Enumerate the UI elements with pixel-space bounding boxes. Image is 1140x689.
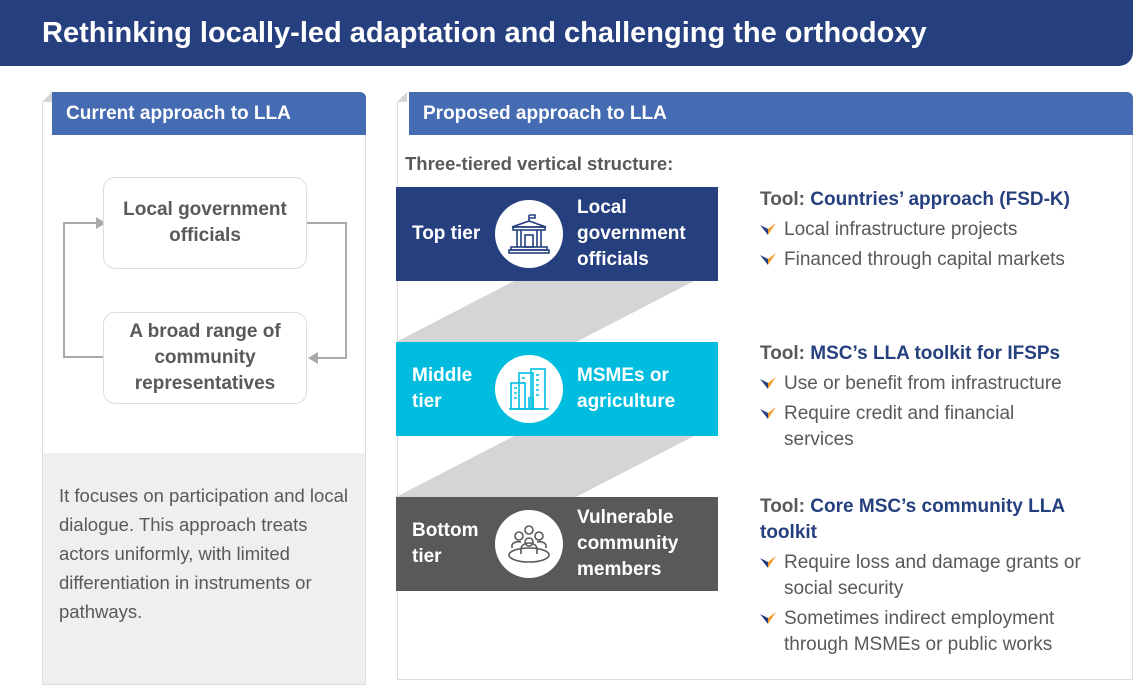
tier-connectors [396, 280, 696, 497]
bullet-item: Use or benefit from infrastructure [760, 371, 1130, 397]
chevron-bullet-icon [760, 253, 776, 265]
community-representatives-box: A broad range of community representativ… [103, 312, 307, 404]
chevron-bullet-icon [760, 223, 776, 235]
tool-name: MSC’s LLA toolkit for IFSPs [810, 343, 1061, 364]
bullet-text: Sometimes indirect employment through MS… [784, 608, 1055, 655]
page-title: Rethinking locally-led adaptation and ch… [0, 0, 1133, 66]
bullet-item: Require loss and damage grants or social… [760, 550, 1090, 602]
bullet-text: Local infrastructure projects [784, 219, 1018, 240]
proposed-approach-header: Proposed approach to LLA [409, 92, 1133, 135]
current-approach-description: It focuses on participation and local di… [43, 453, 365, 684]
top-tier: Top tier Local government officials [396, 187, 718, 281]
tool-name: Countries’ approach (FSD-K) [810, 189, 1070, 210]
chevron-bullet-icon [760, 377, 776, 389]
bullet-item: Local infrastructure projects [760, 217, 1130, 243]
tool-prefix: Tool: [760, 496, 806, 517]
community-group-icon [495, 510, 563, 578]
bullet-text: Use or benefit from infrastructure [784, 373, 1062, 394]
middle-tier: Middle tier MSMEs or agriculture [396, 342, 718, 436]
bottom-tier: Bottom tier Vulnerable community members [396, 497, 718, 591]
tier-label: Bottom tier [412, 520, 479, 567]
tier-label: Middle tier [412, 365, 473, 412]
chevron-bullet-icon [760, 556, 776, 568]
panel-fold [42, 92, 52, 102]
tool-block-top: Tool: Countries’ approach (FSD-K) Local … [760, 187, 1130, 273]
bullet-item: Financed through capital markets [760, 247, 1130, 273]
bullet-item: Sometimes indirect employment through MS… [760, 606, 1090, 658]
bullet-text: Require credit and financial services [784, 403, 1015, 450]
feedback-loop-arrows [63, 217, 347, 364]
tier-text: MSMEs or agriculture [577, 365, 676, 412]
tool-block-bottom: Tool: Core MSC’s community LLA toolkit R… [760, 494, 1090, 658]
tier-label: Top tier [412, 223, 481, 244]
current-approach-header: Current approach to LLA [52, 92, 366, 135]
bullet-item: Require credit and financial services [760, 401, 1130, 453]
tier-text: Local government officials [577, 197, 686, 270]
tier-text: Vulnerable community members [577, 507, 679, 580]
tool-prefix: Tool: [760, 343, 806, 364]
local-government-box: Local government officials [103, 177, 307, 269]
city-buildings-icon [495, 355, 563, 423]
panel-fold [397, 92, 407, 102]
chevron-bullet-icon [760, 407, 776, 419]
structure-subtitle: Three-tiered vertical structure: [405, 153, 674, 174]
tool-prefix: Tool: [760, 189, 806, 210]
chevron-bullet-icon [760, 612, 776, 624]
tool-name: Core MSC’s community LLA toolkit [760, 496, 1065, 543]
bullet-text: Financed through capital markets [784, 249, 1065, 270]
bullet-text: Require loss and damage grants or social… [784, 552, 1081, 599]
tool-block-middle: Tool: MSC’s LLA toolkit for IFSPs Use or… [760, 341, 1130, 453]
government-building-icon [495, 200, 563, 268]
